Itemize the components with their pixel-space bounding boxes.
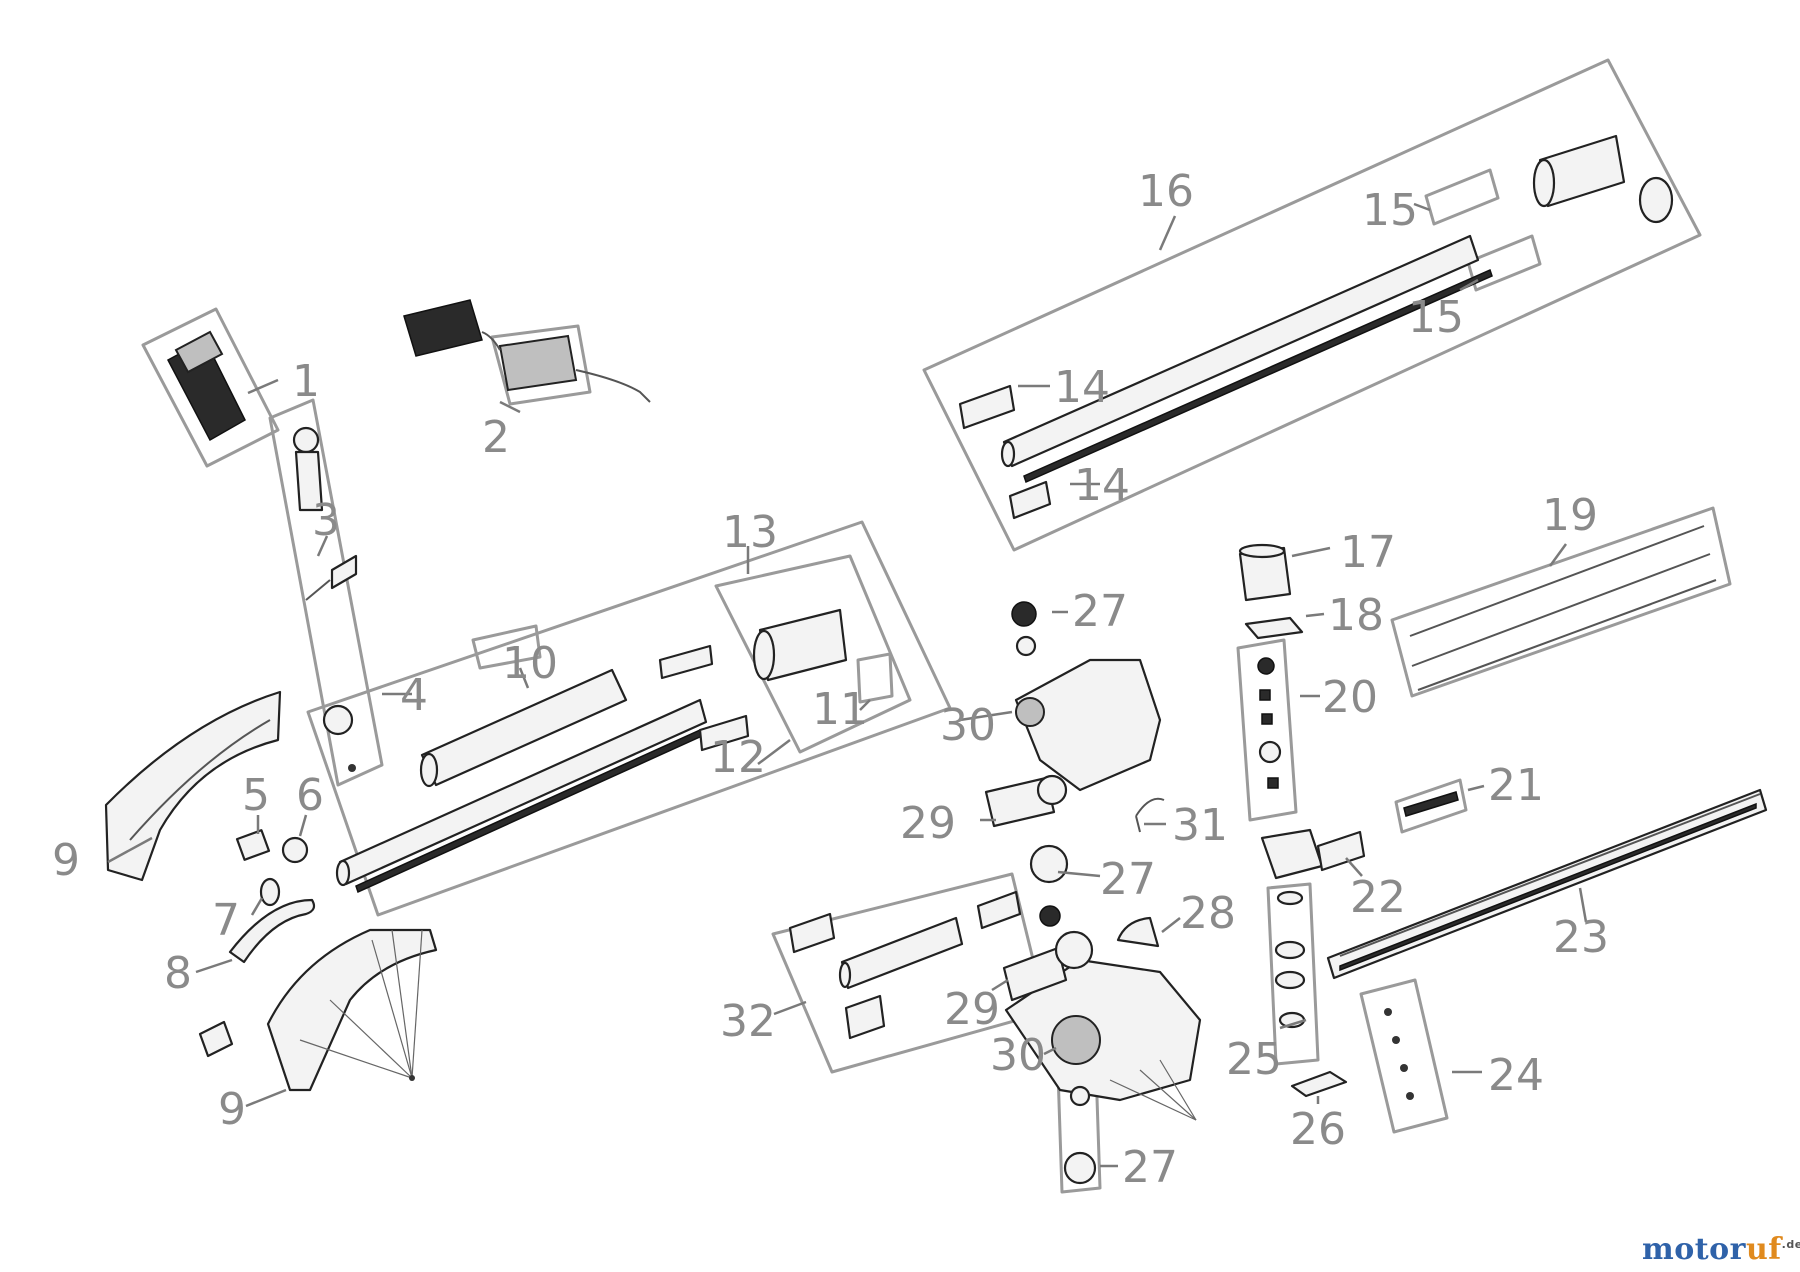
frame-part-21 [1394, 778, 1468, 834]
part-3-key [305, 554, 358, 601]
part-21-pin [1403, 791, 1459, 817]
callout-10: 10 [502, 638, 558, 689]
frame-part-10 [471, 624, 542, 670]
leader-lines [107, 202, 1588, 1168]
callout-4: 4 [400, 670, 428, 721]
part-8-switch-lever [228, 898, 316, 964]
callout-5: 5 [242, 770, 270, 821]
callout-11: 11 [812, 684, 868, 735]
part-9-front-handle [198, 928, 438, 1092]
callout-9b: 9 [218, 1084, 246, 1135]
part-10-grip [419, 668, 628, 788]
callout-3: 3 [312, 495, 340, 546]
part-2-charger [403, 299, 651, 403]
frame-part-25 [1266, 882, 1320, 1066]
part-30-motor-housing [1004, 658, 1202, 1121]
callout-24: 24 [1488, 1050, 1544, 1101]
callout-29b: 29 [944, 984, 1000, 1035]
frame-tube-16 [922, 58, 1702, 552]
frame-battery [141, 307, 280, 468]
callout-22: 22 [1350, 872, 1406, 923]
callout-14b: 14 [1074, 460, 1130, 511]
frame-screws-24 [1359, 978, 1449, 1134]
callout-27b: 27 [1100, 854, 1156, 905]
part-32-mid-tube [788, 890, 1022, 1040]
callout-labels: 1 2 3 4 5 6 7 8 9 9 10 11 12 13 14 14 15… [52, 166, 1609, 1193]
callout-7: 7 [212, 895, 240, 946]
callout-31: 31 [1172, 800, 1228, 851]
callout-28: 28 [1180, 888, 1236, 939]
callout-27c: 27 [1122, 1142, 1178, 1193]
part-1-battery [166, 330, 246, 442]
callout-15a: 15 [1362, 185, 1418, 236]
callout-2: 2 [482, 412, 510, 463]
callout-30a: 30 [940, 700, 996, 751]
callout-30b: 30 [990, 1030, 1046, 1081]
frame-tube-13 [306, 520, 952, 917]
callout-14a: 14 [1054, 362, 1110, 413]
part-12-coupler [658, 608, 848, 752]
callout-26: 26 [1290, 1104, 1346, 1155]
brand-suffix: .de [1781, 1238, 1800, 1251]
part-14-tube-clamps [958, 384, 1052, 520]
callout-19: 19 [1542, 490, 1598, 541]
callout-25: 25 [1226, 1034, 1282, 1085]
callout-23: 23 [1553, 912, 1609, 963]
part-18-motor-plate [1244, 616, 1304, 640]
callout-20: 20 [1322, 672, 1378, 723]
frame-part-11 [856, 652, 894, 704]
part-31-wire [1135, 797, 1165, 833]
frame-part-15a [1424, 168, 1500, 226]
part-25-blade-fixings [1274, 890, 1306, 1029]
callout-8: 8 [164, 948, 192, 999]
brand-watermark: motoruf.de [1642, 1232, 1800, 1267]
part-19-blade-cover [1409, 525, 1717, 691]
callout-1: 1 [292, 356, 320, 407]
part-16-upper-tube [1000, 134, 1674, 484]
part-23-blade [1326, 788, 1768, 980]
part-9-rear-handle [104, 690, 282, 882]
part-13-lower-tube [335, 698, 708, 894]
part-28-cap [1116, 916, 1160, 948]
callout-27a: 27 [1072, 586, 1128, 637]
callout-12: 12 [710, 732, 766, 783]
part-17-motor [1238, 543, 1292, 602]
part-5-6-7-small [235, 829, 309, 907]
part-24-screws [1384, 1008, 1414, 1100]
frame-handle-cover [268, 398, 384, 787]
callout-18: 18 [1328, 590, 1384, 641]
callout-9a: 9 [52, 835, 80, 886]
callout-29a: 29 [900, 798, 956, 849]
part-26-plate [1290, 1070, 1348, 1098]
callout-13: 13 [722, 507, 778, 558]
callout-16: 16 [1138, 166, 1194, 217]
part-4-handle-cover [292, 426, 356, 772]
part-22-gear-box [1260, 828, 1366, 880]
frame-gear-stack-20 [1236, 638, 1298, 822]
brand-part-1: motor [1642, 1232, 1746, 1267]
part-29-gear-housings [984, 774, 1094, 1002]
brand-part-2: uf [1745, 1232, 1782, 1267]
callout-17: 17 [1340, 527, 1396, 578]
callout-6: 6 [296, 770, 324, 821]
callout-21: 21 [1488, 760, 1544, 811]
frame-charger [490, 324, 592, 406]
callout-32: 32 [720, 996, 776, 1047]
part-20-gear-stack [1257, 657, 1282, 789]
frame-coupler-12 [714, 554, 912, 754]
assembly-frames [141, 58, 1732, 1194]
frame-blade-cover-19 [1390, 506, 1732, 698]
callout-15b: 15 [1408, 292, 1464, 343]
